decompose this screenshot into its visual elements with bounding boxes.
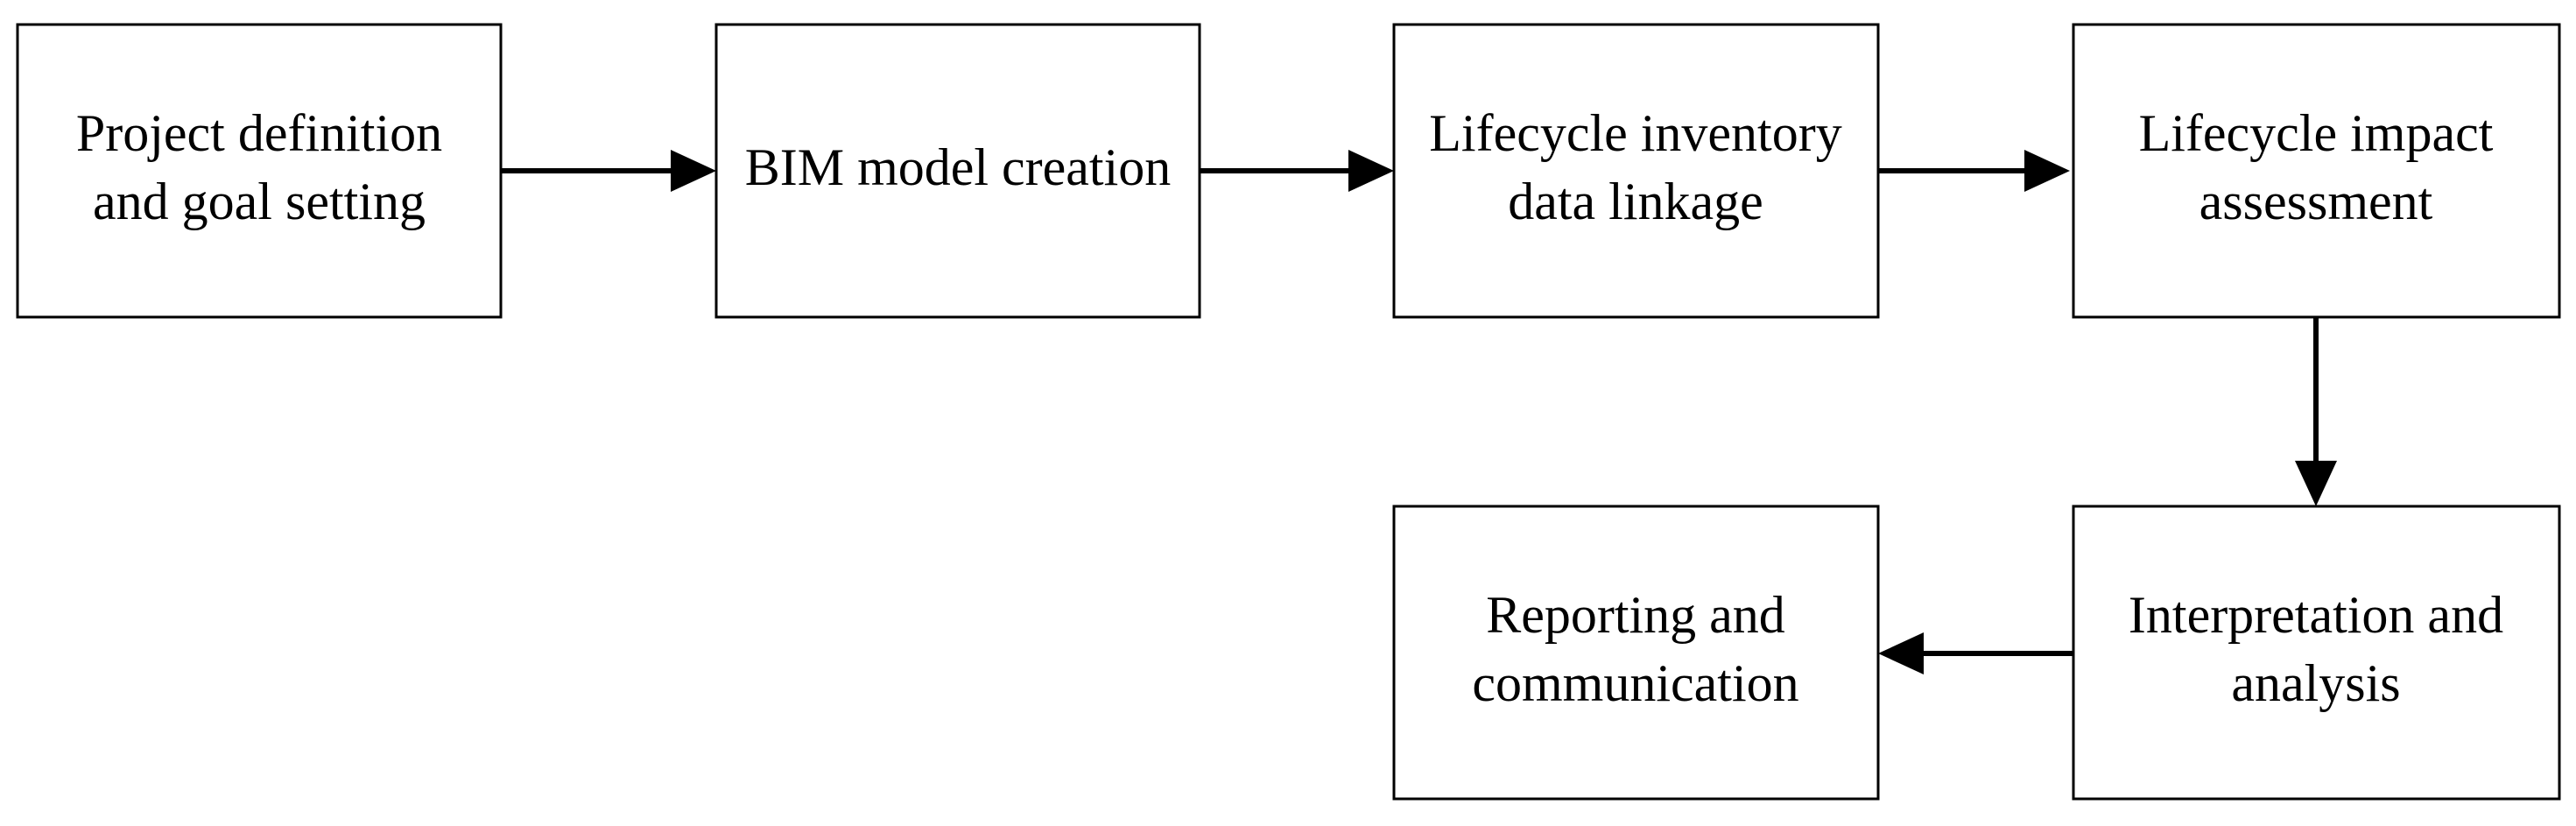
step-box-project-definition: Project definition and goal setting xyxy=(16,23,503,319)
step-label-line: Project definition xyxy=(76,104,442,162)
flow-arrow-inventory-to-impact xyxy=(1878,150,2070,192)
step-label-line: Lifecycle inventory xyxy=(1429,104,1841,162)
step-box-bim-model-creation: BIM model creation xyxy=(714,23,1201,319)
step-label-line: Lifecycle impact xyxy=(2139,104,2494,162)
step-label-line: and goal setting xyxy=(93,173,426,230)
step-box-reporting: Reporting and communication xyxy=(1392,505,1880,801)
flow-arrow-impact-to-interpretation xyxy=(2295,317,2337,506)
step-label-line: analysis xyxy=(2231,654,2400,712)
step-label-line: data linkage xyxy=(1508,173,1763,230)
step-box-interpretation: Interpretation and analysis xyxy=(2072,505,2561,801)
flow-arrow-bim-to-inventory xyxy=(1200,150,1394,192)
step-box-lifecycle-inventory: Lifecycle inventory data linkage xyxy=(1392,23,1880,319)
step-label-line: Interpretation and xyxy=(2129,586,2503,644)
flow-arrow-project-to-bim xyxy=(501,150,716,192)
step-label-line: Reporting and xyxy=(1486,586,1785,644)
step-label-line: assessment xyxy=(2199,173,2433,230)
flow-arrow-interpretation-to-reporting xyxy=(1878,632,2073,674)
step-box-lifecycle-impact: Lifecycle impact assessment xyxy=(2072,23,2561,319)
step-label-line: communication xyxy=(1472,654,1798,712)
step-label-line: BIM model creation xyxy=(745,138,1172,196)
